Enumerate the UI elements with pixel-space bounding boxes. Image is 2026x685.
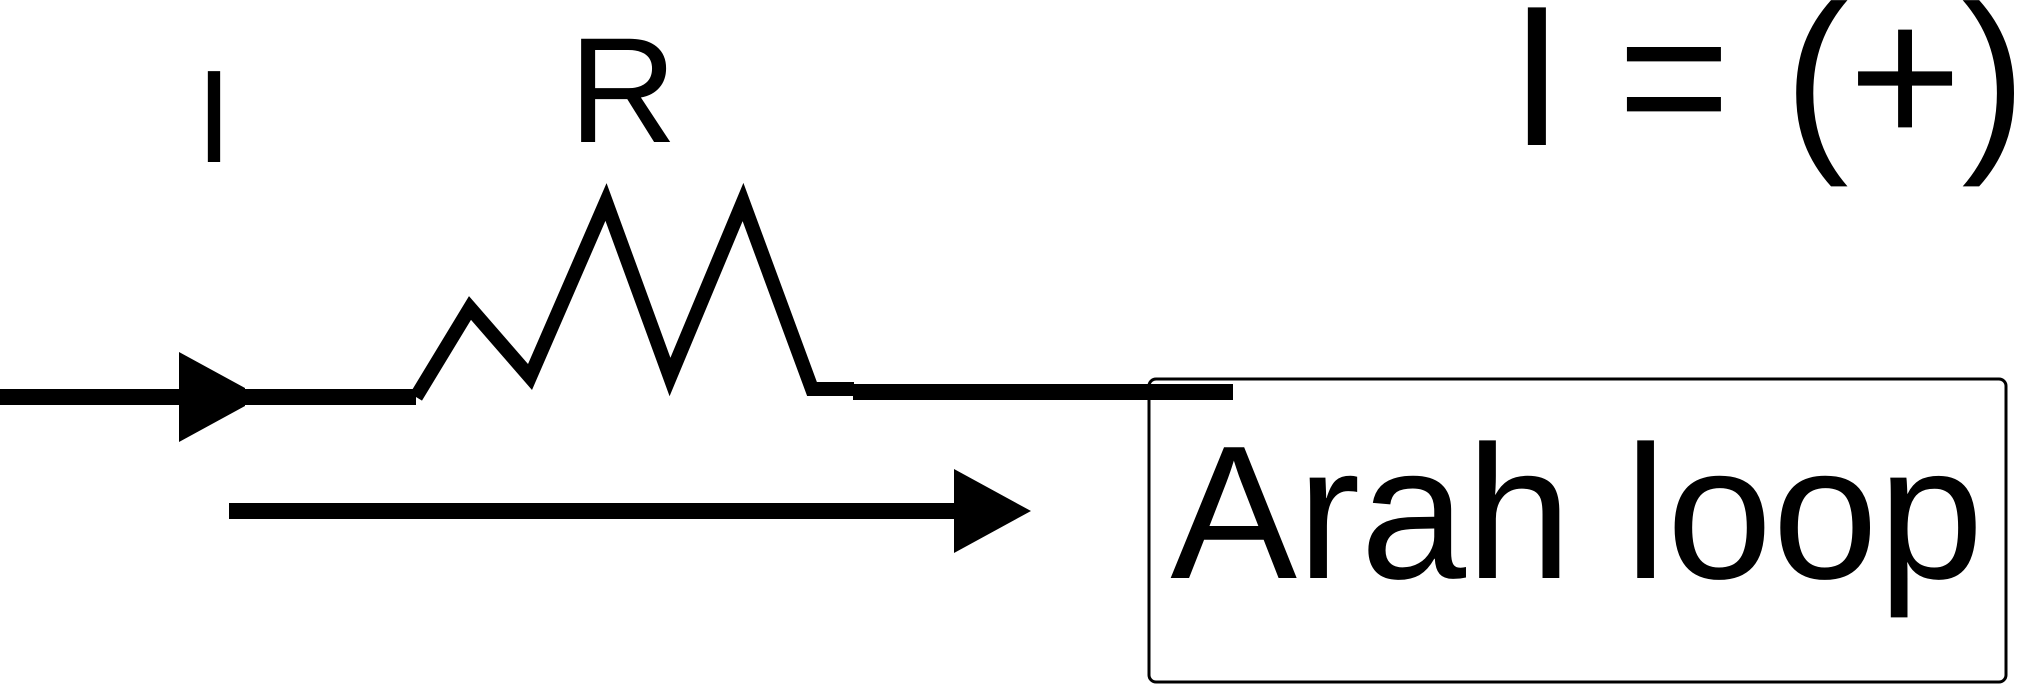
loop-label-text: Arah loop <box>1170 407 1983 619</box>
loop-direction-arrowhead <box>954 469 1031 553</box>
current-arrowhead <box>179 352 245 442</box>
current-label: I <box>196 43 233 190</box>
resistor-label: R <box>569 6 677 174</box>
equation-text: I = (+) <box>1510 0 2026 188</box>
loop-label-box <box>1147 377 2008 684</box>
resistor-symbol <box>410 182 854 401</box>
